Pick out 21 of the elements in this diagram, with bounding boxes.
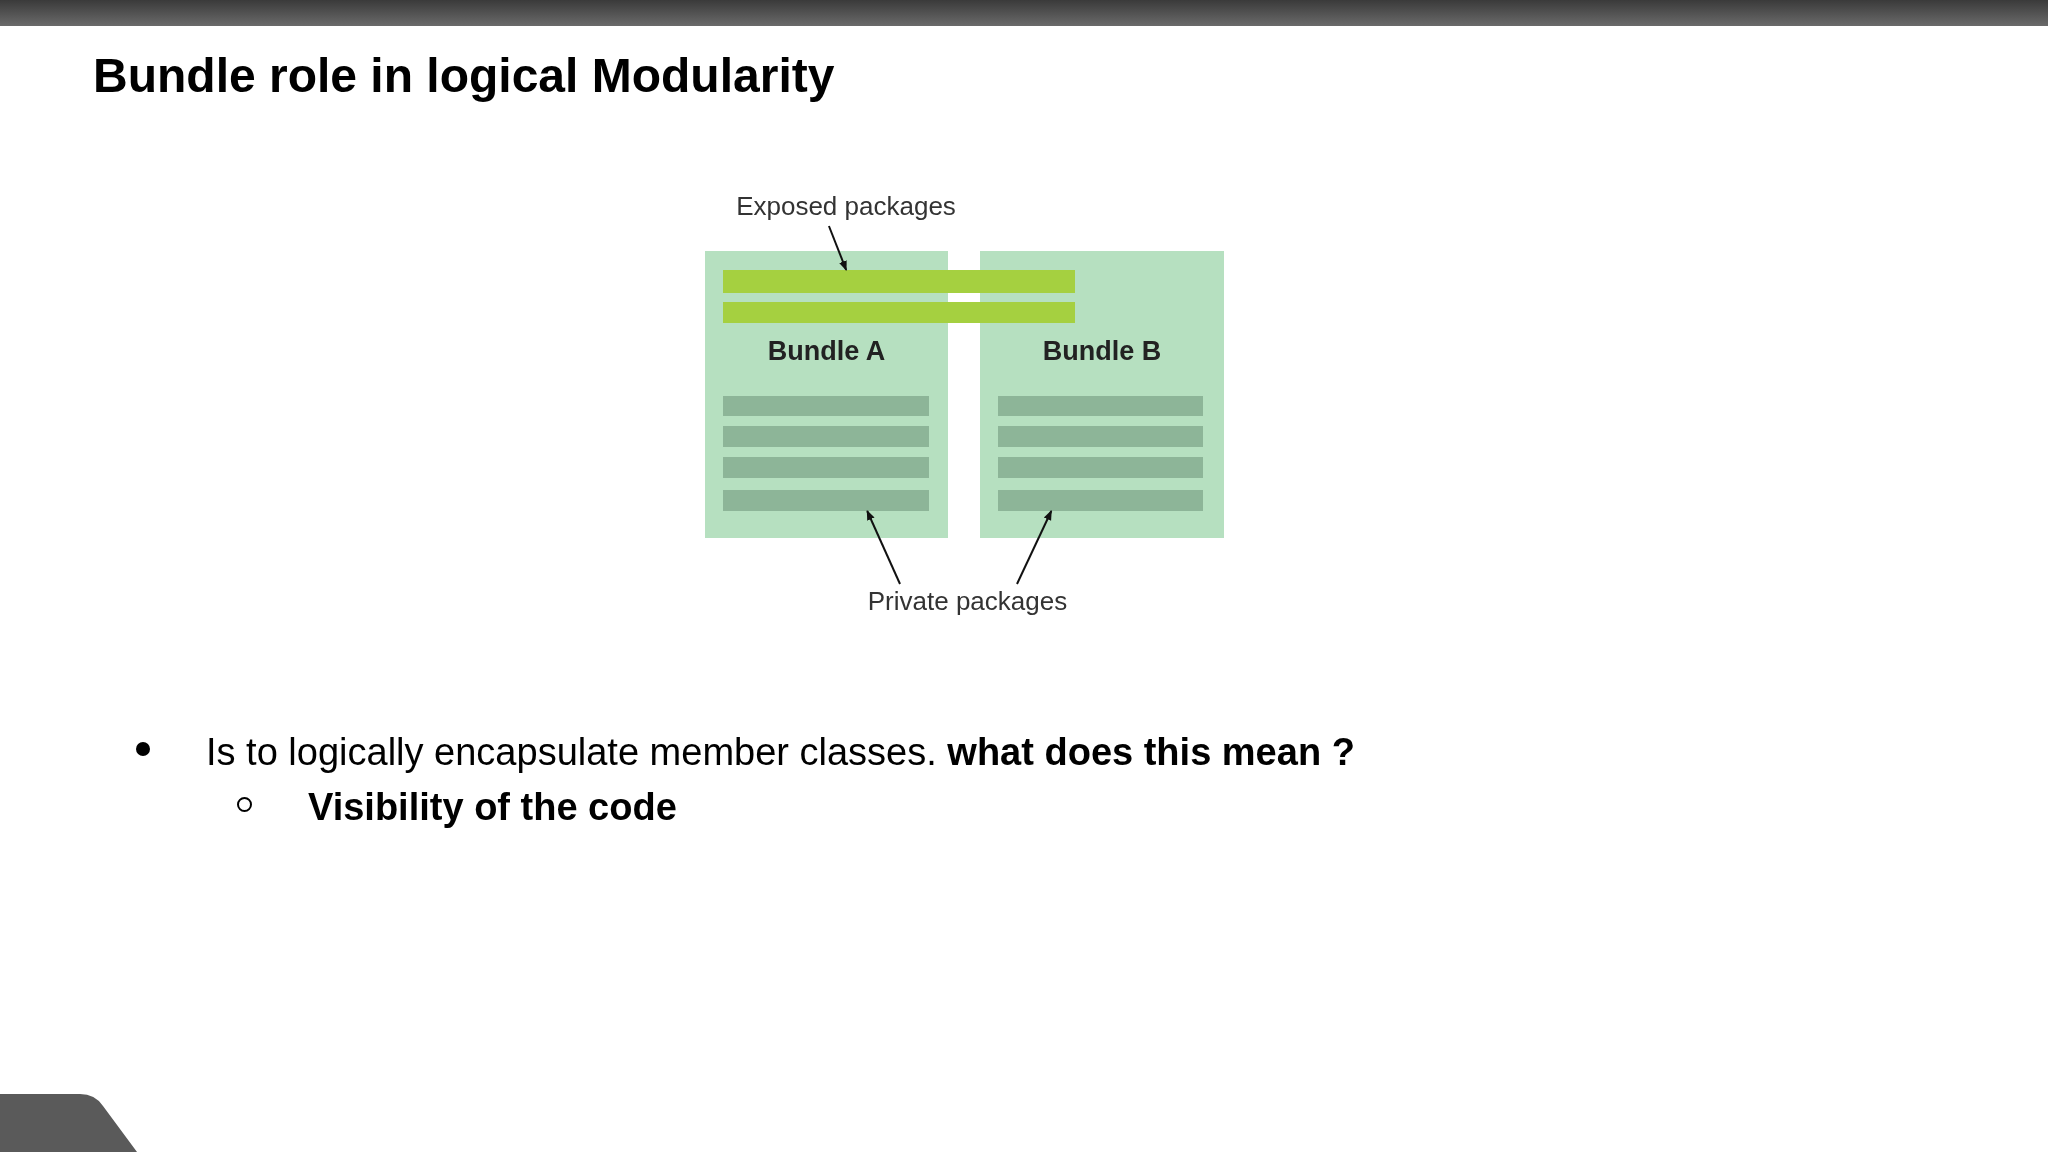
private-package-bar [723,457,929,478]
sub-bullet-text: Visibility of the code [308,785,677,830]
slide-title: Bundle role in logical Modularity [93,48,835,104]
bundle-label: Bundle B [1041,335,1163,368]
private-package-bar [723,396,929,416]
bundle-box [980,251,1224,538]
private-package-bar [998,426,1203,447]
bundle-label: Bundle A [766,335,887,368]
arrow [866,510,901,585]
arrow [827,225,848,271]
private-package-bar [723,426,929,447]
private-package-bar [998,396,1203,416]
callout-text: Exposed packages [724,186,968,226]
private-package-bar [723,490,929,511]
callout-text: Private packages [855,584,1080,618]
private-package-bar [998,457,1203,478]
arrow [1016,510,1053,585]
private-package-bar [998,490,1203,511]
exposed-package-bar [723,302,1075,323]
exposed-package-bar [723,270,1075,293]
bullet-text: Is to logically encapsulate member classes. what does this mean ? [206,730,1355,775]
